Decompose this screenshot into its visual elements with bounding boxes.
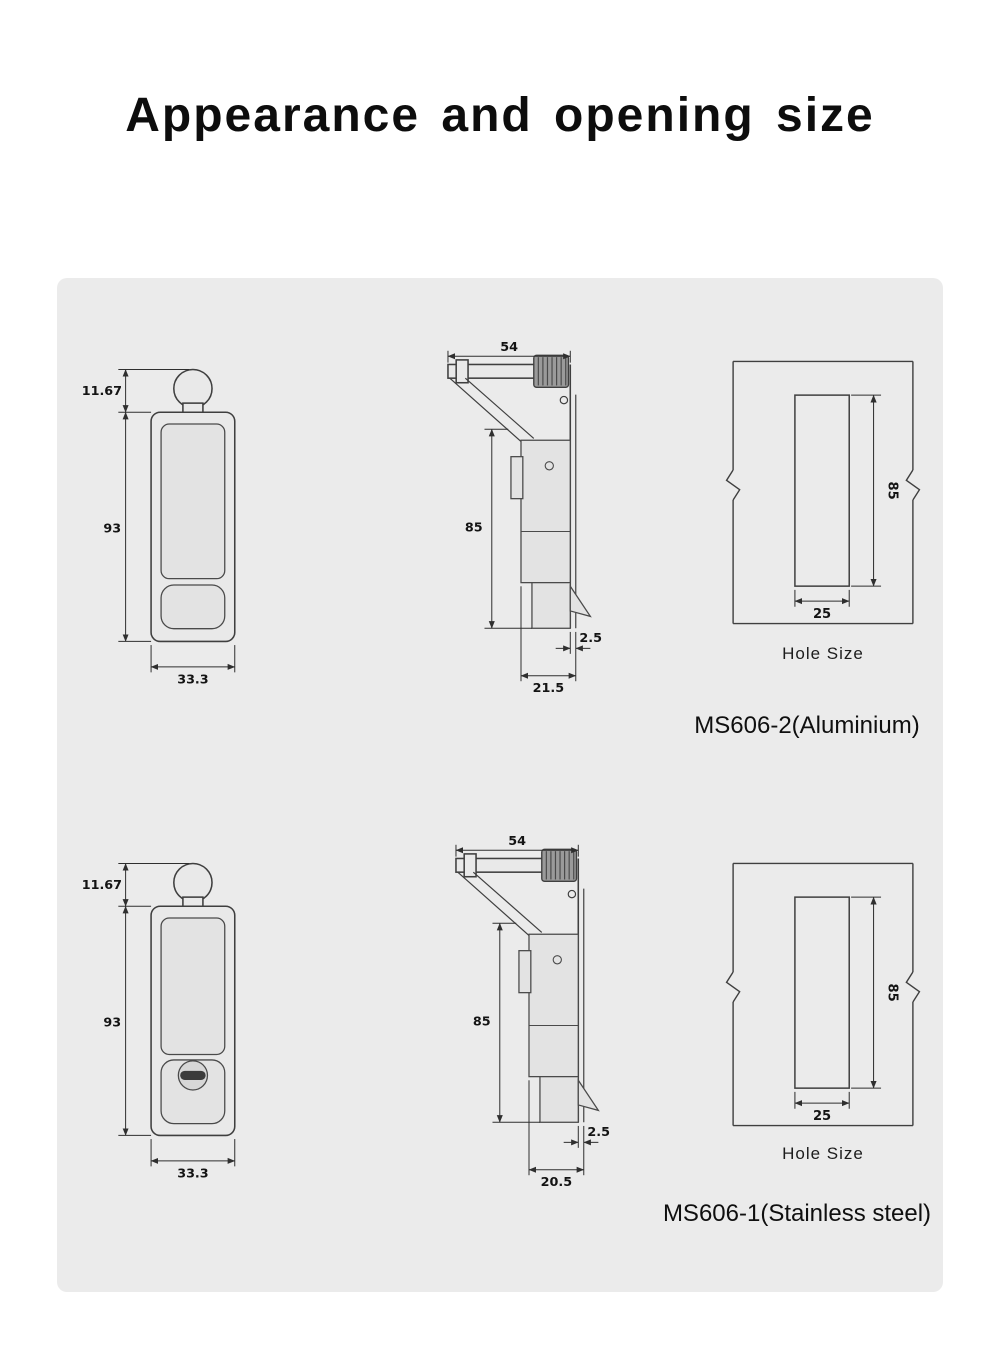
- dim-body-height-2: 93: [103, 1015, 121, 1030]
- key-slot: [180, 1070, 206, 1080]
- latch-front-outline: [150, 368, 236, 643]
- hole-size-drawing-1: 85 25: [725, 360, 921, 625]
- spec-panel: 11.67 93 33.3: [57, 278, 943, 1292]
- dim-hole-height-1: 85: [885, 482, 900, 500]
- dim-side-depth-2: 20.5: [541, 1175, 573, 1190]
- side-view-drawing-1: 54 85 2.5 21.5: [447, 340, 602, 696]
- side-view-drawing-2: 54 85 2.5 20.5: [455, 834, 610, 1190]
- dim-hole-width-2: 25: [813, 1109, 831, 1124]
- front-view-drawing-2: 11.67 93 33.3: [82, 862, 236, 1181]
- knob-knurling: [537, 357, 567, 386]
- panel-break-outline: [725, 360, 921, 625]
- page-title: Appearance and opening size: [125, 89, 875, 142]
- side-dimension-lines: [455, 844, 599, 1176]
- dim-side-width-2: 54: [508, 834, 526, 849]
- dim-knob-height-1: 11.67: [82, 384, 122, 399]
- side-dimension-lines: [447, 350, 591, 682]
- knurled-knob: [533, 354, 570, 388]
- dim-body-width-1: 33.3: [177, 672, 208, 687]
- product-name-ms606-1: MS606-1(Stainless steel): [662, 1200, 932, 1227]
- latch-front-outline: [150, 862, 236, 1137]
- dim-side-height-1: 85: [465, 521, 483, 536]
- latch-side-outline: [455, 848, 600, 1123]
- hole-size-caption-1: Hole Size: [782, 644, 864, 663]
- dim-body-width-2: 33.3: [177, 1166, 208, 1181]
- hole-slot: [794, 394, 850, 587]
- hole-dimension-lines: [794, 896, 882, 1109]
- hole-dimension-lines: [794, 394, 882, 607]
- front-dimension-lines: [118, 368, 236, 673]
- dim-panel-offset-1: 2.5: [579, 631, 602, 646]
- dim-hole-width-1: 25: [813, 607, 831, 622]
- knob-knurling: [545, 851, 575, 880]
- dim-side-depth-1: 21.5: [533, 681, 565, 696]
- dim-hole-height-2: 85: [885, 984, 900, 1002]
- dim-knob-height-2: 11.67: [82, 878, 122, 893]
- hole-size-drawing-2: 85 25: [725, 862, 921, 1127]
- product-name-ms606-2: MS606-2(Aluminium): [694, 712, 920, 739]
- knurled-knob: [541, 848, 578, 882]
- hole-size-caption-2: Hole Size: [782, 1144, 864, 1163]
- dim-side-width-1: 54: [500, 340, 518, 355]
- dim-panel-offset-2: 2.5: [587, 1125, 610, 1140]
- dim-side-height-2: 85: [473, 1015, 491, 1030]
- front-view-drawing-1: 11.67 93 33.3: [82, 368, 236, 687]
- hole-slot: [794, 896, 850, 1089]
- panel-break-outline: [725, 862, 921, 1127]
- front-dimension-lines: [118, 862, 236, 1167]
- dim-body-height-1: 93: [103, 521, 121, 536]
- latch-side-outline: [447, 354, 592, 629]
